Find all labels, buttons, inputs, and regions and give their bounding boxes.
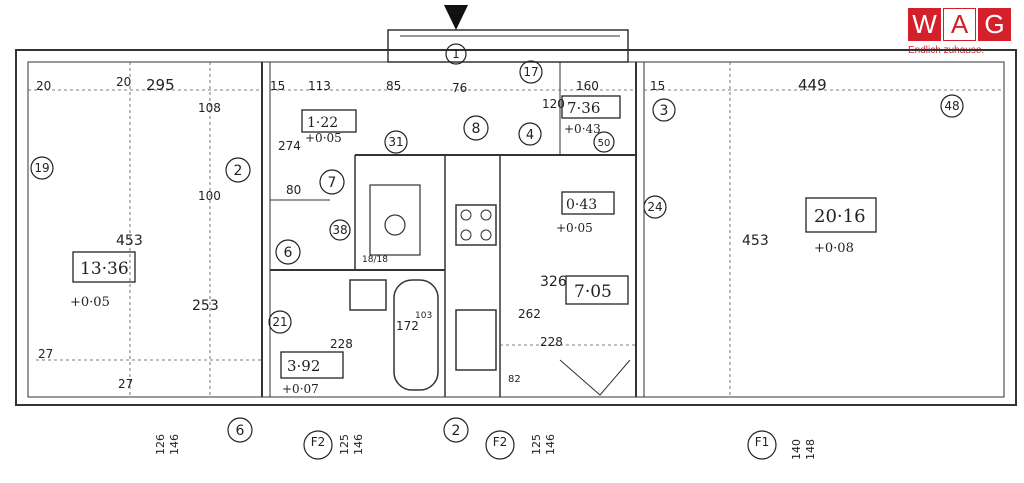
dimension-label: 274 xyxy=(278,139,301,153)
room-area: 7·05 xyxy=(574,282,612,302)
axis-label: 2 xyxy=(452,423,461,439)
dimension-label: 20 xyxy=(116,75,131,89)
dimension-label: 82 xyxy=(508,374,521,385)
inner-wall xyxy=(27,61,1005,398)
marker-label: 31 xyxy=(388,135,403,149)
room-level: +0·43 xyxy=(564,122,601,136)
dimension-label: 172 xyxy=(396,319,419,333)
marker-label: 7 xyxy=(328,175,337,191)
marker-label: 1 xyxy=(452,47,460,61)
dimension-label: 295 xyxy=(146,76,175,94)
entrance-arrow xyxy=(444,5,468,30)
dimension-label: 27 xyxy=(118,377,133,391)
bottom-dimension: 125 xyxy=(338,434,351,455)
dimension-label: 453 xyxy=(116,233,143,249)
bottom-dimension: 125 xyxy=(530,434,543,455)
wc xyxy=(369,184,421,256)
bottom-dimensions: 126 146 125 146 125 146 140 148 xyxy=(154,434,817,460)
counter xyxy=(455,309,497,371)
room-area: 13·36 xyxy=(80,259,129,279)
dimension-label: 108 xyxy=(198,101,221,115)
dimension-label: 453 xyxy=(742,233,769,249)
stove xyxy=(455,204,497,246)
dimension-label: 15 xyxy=(270,79,285,93)
dimension-label: 326 xyxy=(540,274,567,290)
logo-letter-g: G xyxy=(978,8,1011,41)
marker-label: 24 xyxy=(647,200,662,214)
marker-label: 17 xyxy=(523,65,538,79)
window-label: F1 xyxy=(755,435,770,449)
dimension-label: 160 xyxy=(576,79,599,93)
entrance-wall xyxy=(387,29,629,63)
marker-label: 2 xyxy=(234,163,243,179)
bottom-dimension: 140 xyxy=(790,439,803,460)
marker-circles xyxy=(30,43,964,460)
room-level: +0·05 xyxy=(556,221,593,235)
dimension-lines xyxy=(28,62,1004,397)
dimension-label: 113 xyxy=(308,79,331,93)
room-area: 3·92 xyxy=(287,357,320,375)
window-label: F2 xyxy=(311,435,326,449)
logo-letter-w: W xyxy=(908,8,941,41)
marker-label: 4 xyxy=(526,128,534,143)
outer-wall xyxy=(15,49,1017,406)
marker-label: 6 xyxy=(284,245,293,261)
room-level: +0·08 xyxy=(814,241,854,256)
marker-label: 21 xyxy=(272,315,287,329)
bottom-dimension: 148 xyxy=(804,439,817,460)
marker-labels: 1 2 3 4 6 7 8 17 19 21 24 31 38 48 50 6 … xyxy=(34,47,959,449)
marker-label: 50 xyxy=(598,138,611,149)
area-boxes xyxy=(72,95,877,379)
marker-label: 19 xyxy=(34,161,49,175)
room-level: +0·05 xyxy=(70,295,110,310)
dimension-label: 80 xyxy=(286,183,301,197)
room-area: 1·22 xyxy=(307,115,338,131)
marker-label: 3 xyxy=(660,103,669,119)
logo-letters: W A G xyxy=(908,8,1016,41)
window-label: F2 xyxy=(493,435,508,449)
bottom-dimension: 146 xyxy=(352,434,365,455)
dimension-labels: 20 20 295 108 453 100 253 27 27 15 113 8… xyxy=(36,75,827,391)
dimension-label: 228 xyxy=(540,335,563,349)
bottom-dimension: 146 xyxy=(544,434,557,455)
marker-label: 48 xyxy=(944,99,959,113)
logo-letter-a: A xyxy=(943,8,976,41)
room-area: 0·43 xyxy=(566,197,597,213)
dimension-label: 76 xyxy=(452,81,467,95)
dimension-label: 103 xyxy=(415,311,432,321)
axis-label: 6 xyxy=(236,423,245,439)
room-level: +0·05 xyxy=(305,131,342,145)
bottom-dimension: 146 xyxy=(168,434,181,455)
dimension-label: 253 xyxy=(192,298,219,314)
dimension-label: 18/18 xyxy=(362,255,388,265)
room-area: 7·36 xyxy=(567,99,600,117)
dimension-label: 120 xyxy=(542,97,565,111)
dimension-label: 20 xyxy=(36,79,51,93)
bottom-dimension: 126 xyxy=(154,434,167,455)
walls xyxy=(15,29,1017,406)
dimension-label: 262 xyxy=(518,307,541,321)
room-area: 20·16 xyxy=(814,206,866,227)
bathtub xyxy=(393,279,439,391)
room-labels: 13·36 +0·05 1·22 +0·05 7·36 +0·43 0·43 +… xyxy=(70,99,866,396)
dimension-label: 449 xyxy=(798,76,827,94)
dimension-label: 85 xyxy=(386,79,401,93)
room-level: +0·07 xyxy=(282,382,319,396)
dimension-label: 228 xyxy=(330,337,353,351)
sink xyxy=(349,279,387,311)
dimension-label: 100 xyxy=(198,189,221,203)
dimension-label: 15 xyxy=(650,79,665,93)
dimension-label: 27 xyxy=(38,347,53,361)
marker-label: 8 xyxy=(472,121,481,137)
marker-label: 38 xyxy=(332,223,347,237)
